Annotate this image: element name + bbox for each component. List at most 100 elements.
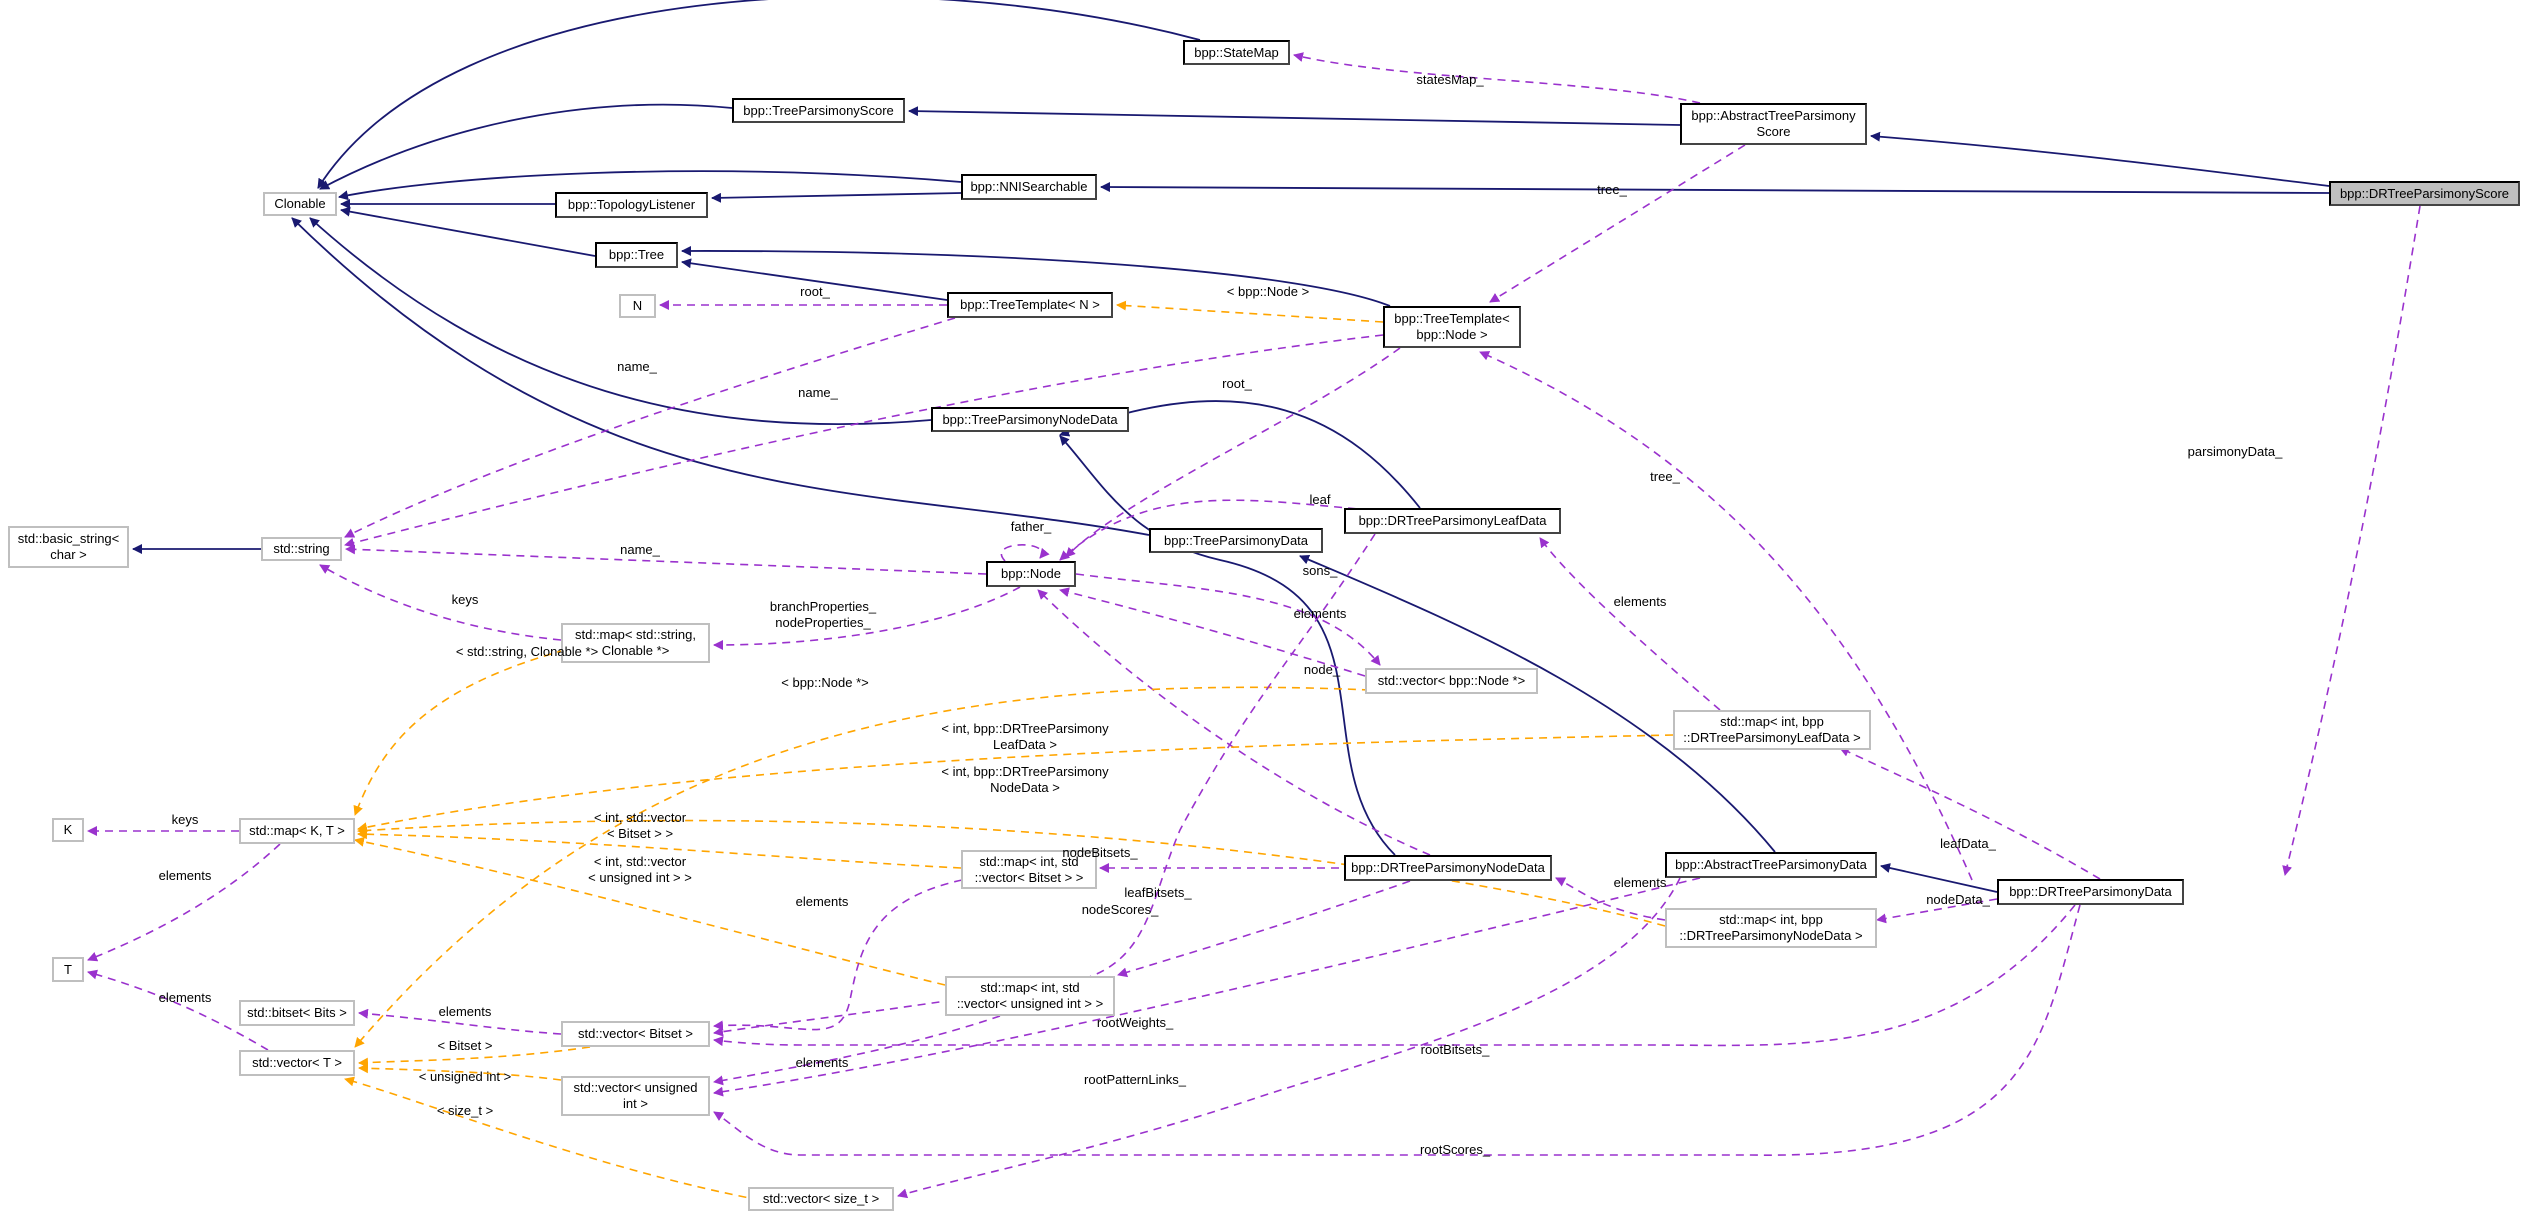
edge-label: statesMap_ bbox=[1416, 72, 1484, 87]
class-node-topologylistener[interactable]: bpp::TopologyListener bbox=[555, 192, 708, 218]
class-node-k: K bbox=[52, 818, 84, 842]
edge-nnisearchable-to-clonable bbox=[338, 170, 962, 201]
edge-node-to-vector_node_ptr bbox=[1075, 573, 1381, 666]
edge-map_string_clonable-to-map_k_t bbox=[353, 649, 566, 816]
edge-treetemplate_n-to-string bbox=[344, 317, 956, 538]
edge-tree-to-clonable bbox=[340, 206, 596, 257]
edge-drtreeparsimonynodedata-to-map_int_vector_uint bbox=[1117, 880, 1411, 978]
class-node-vector-size-t: std::vector< size_t > bbox=[748, 1187, 894, 1211]
class-node-treeparsimonydata[interactable]: bpp::TreeParsimonyData bbox=[1149, 528, 1323, 553]
edge-label: name_ bbox=[620, 542, 660, 557]
edge-label: < size_t > bbox=[436, 1103, 494, 1118]
edge-treetemplate_n-to-tree bbox=[681, 258, 948, 301]
edge-label: elements bbox=[795, 894, 849, 909]
edge-abstracttreeparsimonyscore-to-statemap bbox=[1293, 52, 1701, 104]
class-node-abstracttreeparsimonydata[interactable]: bpp::AbstractTreeParsimonyData bbox=[1665, 852, 1877, 878]
edge-label: leaf bbox=[1309, 492, 1331, 507]
edges-layer bbox=[87, 0, 2421, 1201]
edge-abstracttreeparsimonyscore-to-treetemplate_node bbox=[1489, 144, 1746, 303]
edge-label: elements bbox=[1613, 594, 1667, 609]
edge-vector_node_ptr-to-vector_t bbox=[354, 686, 1371, 1048]
edge-label: rootBitsets_ bbox=[1420, 1042, 1490, 1057]
edge-label: elements bbox=[438, 1004, 492, 1019]
edge-label: leafBitsets_ bbox=[1124, 885, 1192, 900]
class-node-nnisearchable[interactable]: bpp::NNISearchable bbox=[961, 174, 1097, 200]
edge-label: tree_ bbox=[1597, 182, 1627, 197]
class-node-map-int-vector-bitset: std::map< int, std ::vector< Bitset > > bbox=[961, 850, 1097, 889]
edge-map_int_vector_bitset-to-map_k_t bbox=[357, 829, 962, 869]
edge-label: rootScores_ bbox=[1419, 1142, 1491, 1157]
edge-drtreeparsimonydata-to-vector_uint bbox=[713, 904, 2081, 1156]
class-node-vector-bitset: std::vector< Bitset > bbox=[561, 1021, 710, 1047]
class-node-drtreeparsimonynodedata[interactable]: bpp::DRTreeParsimonyNodeData bbox=[1344, 855, 1552, 881]
class-node-treetemplate-node[interactable]: bpp::TreeTemplate< bpp::Node > bbox=[1383, 306, 1521, 348]
class-node-clonable: Clonable bbox=[263, 192, 337, 216]
edge-treetemplate_node-to-string bbox=[344, 334, 1384, 548]
edge-label: sons_ bbox=[1302, 563, 1338, 578]
edge-abstracttreeparsimonyscore-to-treeparsimonyscore bbox=[908, 106, 1681, 126]
edge-abstracttreeparsimonydata-to-vector_size_t bbox=[897, 877, 1681, 1199]
edge-nnisearchable-to-topologylistener bbox=[711, 192, 962, 203]
edge-treetemplate_node-to-tree bbox=[681, 245, 1391, 307]
edge-label: elements bbox=[158, 990, 212, 1005]
edge-treeparsimonynodedata-to-clonable bbox=[309, 217, 932, 426]
edge-label: root_ bbox=[1222, 376, 1252, 391]
edge-label: < Bitset > bbox=[437, 1038, 493, 1053]
class-node-drtreeparsimonyscore[interactable]: bpp::DRTreeParsimonyScore bbox=[2329, 181, 2520, 206]
edge-drtreeparsimonydata-to-map_int_leafdata bbox=[1839, 747, 2101, 880]
edge-vector_uint-to-vector_t bbox=[358, 1063, 562, 1081]
edge-treetemplate_node-to-treetemplate_n bbox=[1116, 300, 1384, 323]
edge-map_int_leafdata-to-map_k_t bbox=[357, 734, 1674, 833]
edge-map_int_vector_uint-to-vector_uint bbox=[713, 1015, 1001, 1086]
class-node-string: std::string bbox=[261, 537, 342, 561]
class-node-treetemplate-n[interactable]: bpp::TreeTemplate< N > bbox=[947, 292, 1113, 318]
class-node-abstracttreeparsimonyscore[interactable]: bpp::AbstractTreeParsimony Score bbox=[1680, 103, 1867, 145]
class-node-drtreeparsimonyleafdata[interactable]: bpp::DRTreeParsimonyLeafData bbox=[1344, 508, 1561, 534]
edge-statemap-to-clonable bbox=[317, 0, 1201, 189]
class-node-map-string-clonable: std::map< std::string, Clonable *> bbox=[561, 623, 710, 663]
edge-label: name_ bbox=[617, 359, 657, 374]
class-node-treeparsimonynodedata[interactable]: bpp::TreeParsimonyNodeData bbox=[931, 407, 1129, 432]
edge-label: < unsigned int > bbox=[418, 1069, 512, 1084]
edge-treetemplate_node-to-node bbox=[1065, 347, 1401, 558]
edge-map_int_nodedata-to-map_k_t bbox=[357, 819, 1666, 927]
edge-vector_t-to-t bbox=[87, 969, 269, 1051]
edge-label: node_ bbox=[1303, 662, 1341, 677]
edge-map_int_leafdata-to-drtreeparsimonyleafdata bbox=[1539, 537, 1721, 711]
edge-drtreeparsimonynodedata-to-node bbox=[1037, 589, 1431, 856]
edge-label: < int, std::vector < unsigned int > > bbox=[588, 854, 692, 885]
edge-label: keys bbox=[171, 812, 199, 827]
class-node-drtreeparsimonydata[interactable]: bpp::DRTreeParsimonyData bbox=[1997, 879, 2184, 905]
edge-label: rootPatternLinks_ bbox=[1084, 1072, 1186, 1087]
edge-vector_bitset-to-vector_t bbox=[358, 1046, 591, 1068]
edge-node-to-map_string_clonable bbox=[713, 586, 1021, 650]
class-node-statemap[interactable]: bpp::StateMap bbox=[1183, 40, 1290, 65]
edge-drtreeparsimonydata-to-map_int_nodedata bbox=[1876, 898, 1998, 924]
class-node-vector-node-ptr: std::vector< bpp::Node *> bbox=[1365, 668, 1538, 694]
class-node-basic-string: std::basic_string< char > bbox=[8, 526, 129, 568]
edge-label: root_ bbox=[800, 284, 830, 299]
edge-drtreeparsimonyleafdata-to-treeparsimonynodedata bbox=[1059, 400, 1421, 509]
edge-vector_node_ptr-to-node bbox=[1059, 587, 1366, 677]
class-node-n: N bbox=[619, 294, 656, 318]
edge-vector_bitset-to-bitset_bits bbox=[358, 1008, 562, 1035]
edge-label: father_ bbox=[1010, 519, 1052, 534]
edge-label: < bpp::Node *> bbox=[781, 675, 869, 690]
edge-label: < int, bpp::DRTreeParsimony LeafData > bbox=[941, 721, 1109, 752]
class-node-tree[interactable]: bpp::Tree bbox=[595, 242, 678, 268]
class-node-treeparsimonyscore[interactable]: bpp::TreeParsimonyScore bbox=[732, 98, 905, 123]
edge-label: name_ bbox=[798, 385, 838, 400]
edge-treeparsimonyscore-to-clonable bbox=[319, 103, 733, 190]
class-node-vector-uint: std::vector< unsigned int > bbox=[561, 1076, 710, 1116]
edge-label: nodeScores_ bbox=[1081, 902, 1159, 917]
edge-label: rootWeights_ bbox=[1096, 1015, 1174, 1030]
class-node-map-k-t: std::map< K, T > bbox=[239, 818, 355, 844]
edge-abstracttreeparsimonydata-to-vector_uint bbox=[713, 877, 1701, 1097]
edge-label: < int, bpp::DRTreeParsimony NodeData > bbox=[941, 764, 1109, 795]
edge-map_int_vector_uint-to-map_k_t bbox=[354, 836, 946, 986]
class-node-node[interactable]: bpp::Node bbox=[986, 561, 1076, 587]
class-node-t: T bbox=[52, 957, 84, 982]
edge-label: tree_ bbox=[1650, 469, 1680, 484]
edge-label: < bpp::Node > bbox=[1226, 284, 1310, 299]
